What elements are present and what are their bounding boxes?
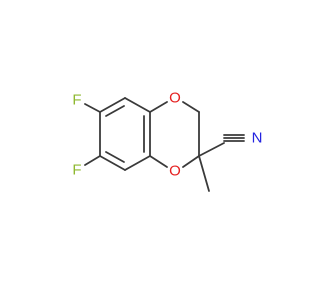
- bond-cq-o-bottom: [182, 155, 200, 168]
- bond-c-o-top: [149, 101, 168, 113]
- bond-cq-cn: [198, 142, 225, 157]
- bond-ring-c2-c3: [124, 97, 151, 113]
- bond-ring-double-1: [105, 105, 125, 117]
- bond-c-f-top: [84, 103, 101, 113]
- atom-f-bottom: F: [72, 162, 81, 179]
- atom-f-top: F: [72, 92, 81, 109]
- bond-lines: [84, 97, 245, 192]
- bond-o-ch2: [182, 101, 200, 113]
- bond-ring-double-3: [105, 151, 125, 163]
- atom-labels: F F O O N: [72, 90, 262, 180]
- bond-ring-c5-c6: [99, 155, 126, 171]
- bond-ring-c4-c5: [124, 155, 151, 171]
- bond-methyl: [198, 155, 210, 192]
- atom-o-bottom: O: [169, 163, 181, 180]
- bond-ring-c1-c2: [99, 97, 126, 113]
- atom-o-top: O: [169, 90, 181, 107]
- bond-c-f-bottom: [84, 155, 101, 166]
- molecule-structure: F F O O N: [72, 90, 262, 192]
- atom-n-nitrile: N: [252, 130, 263, 147]
- bond-o-c-bottom: [149, 155, 168, 168]
